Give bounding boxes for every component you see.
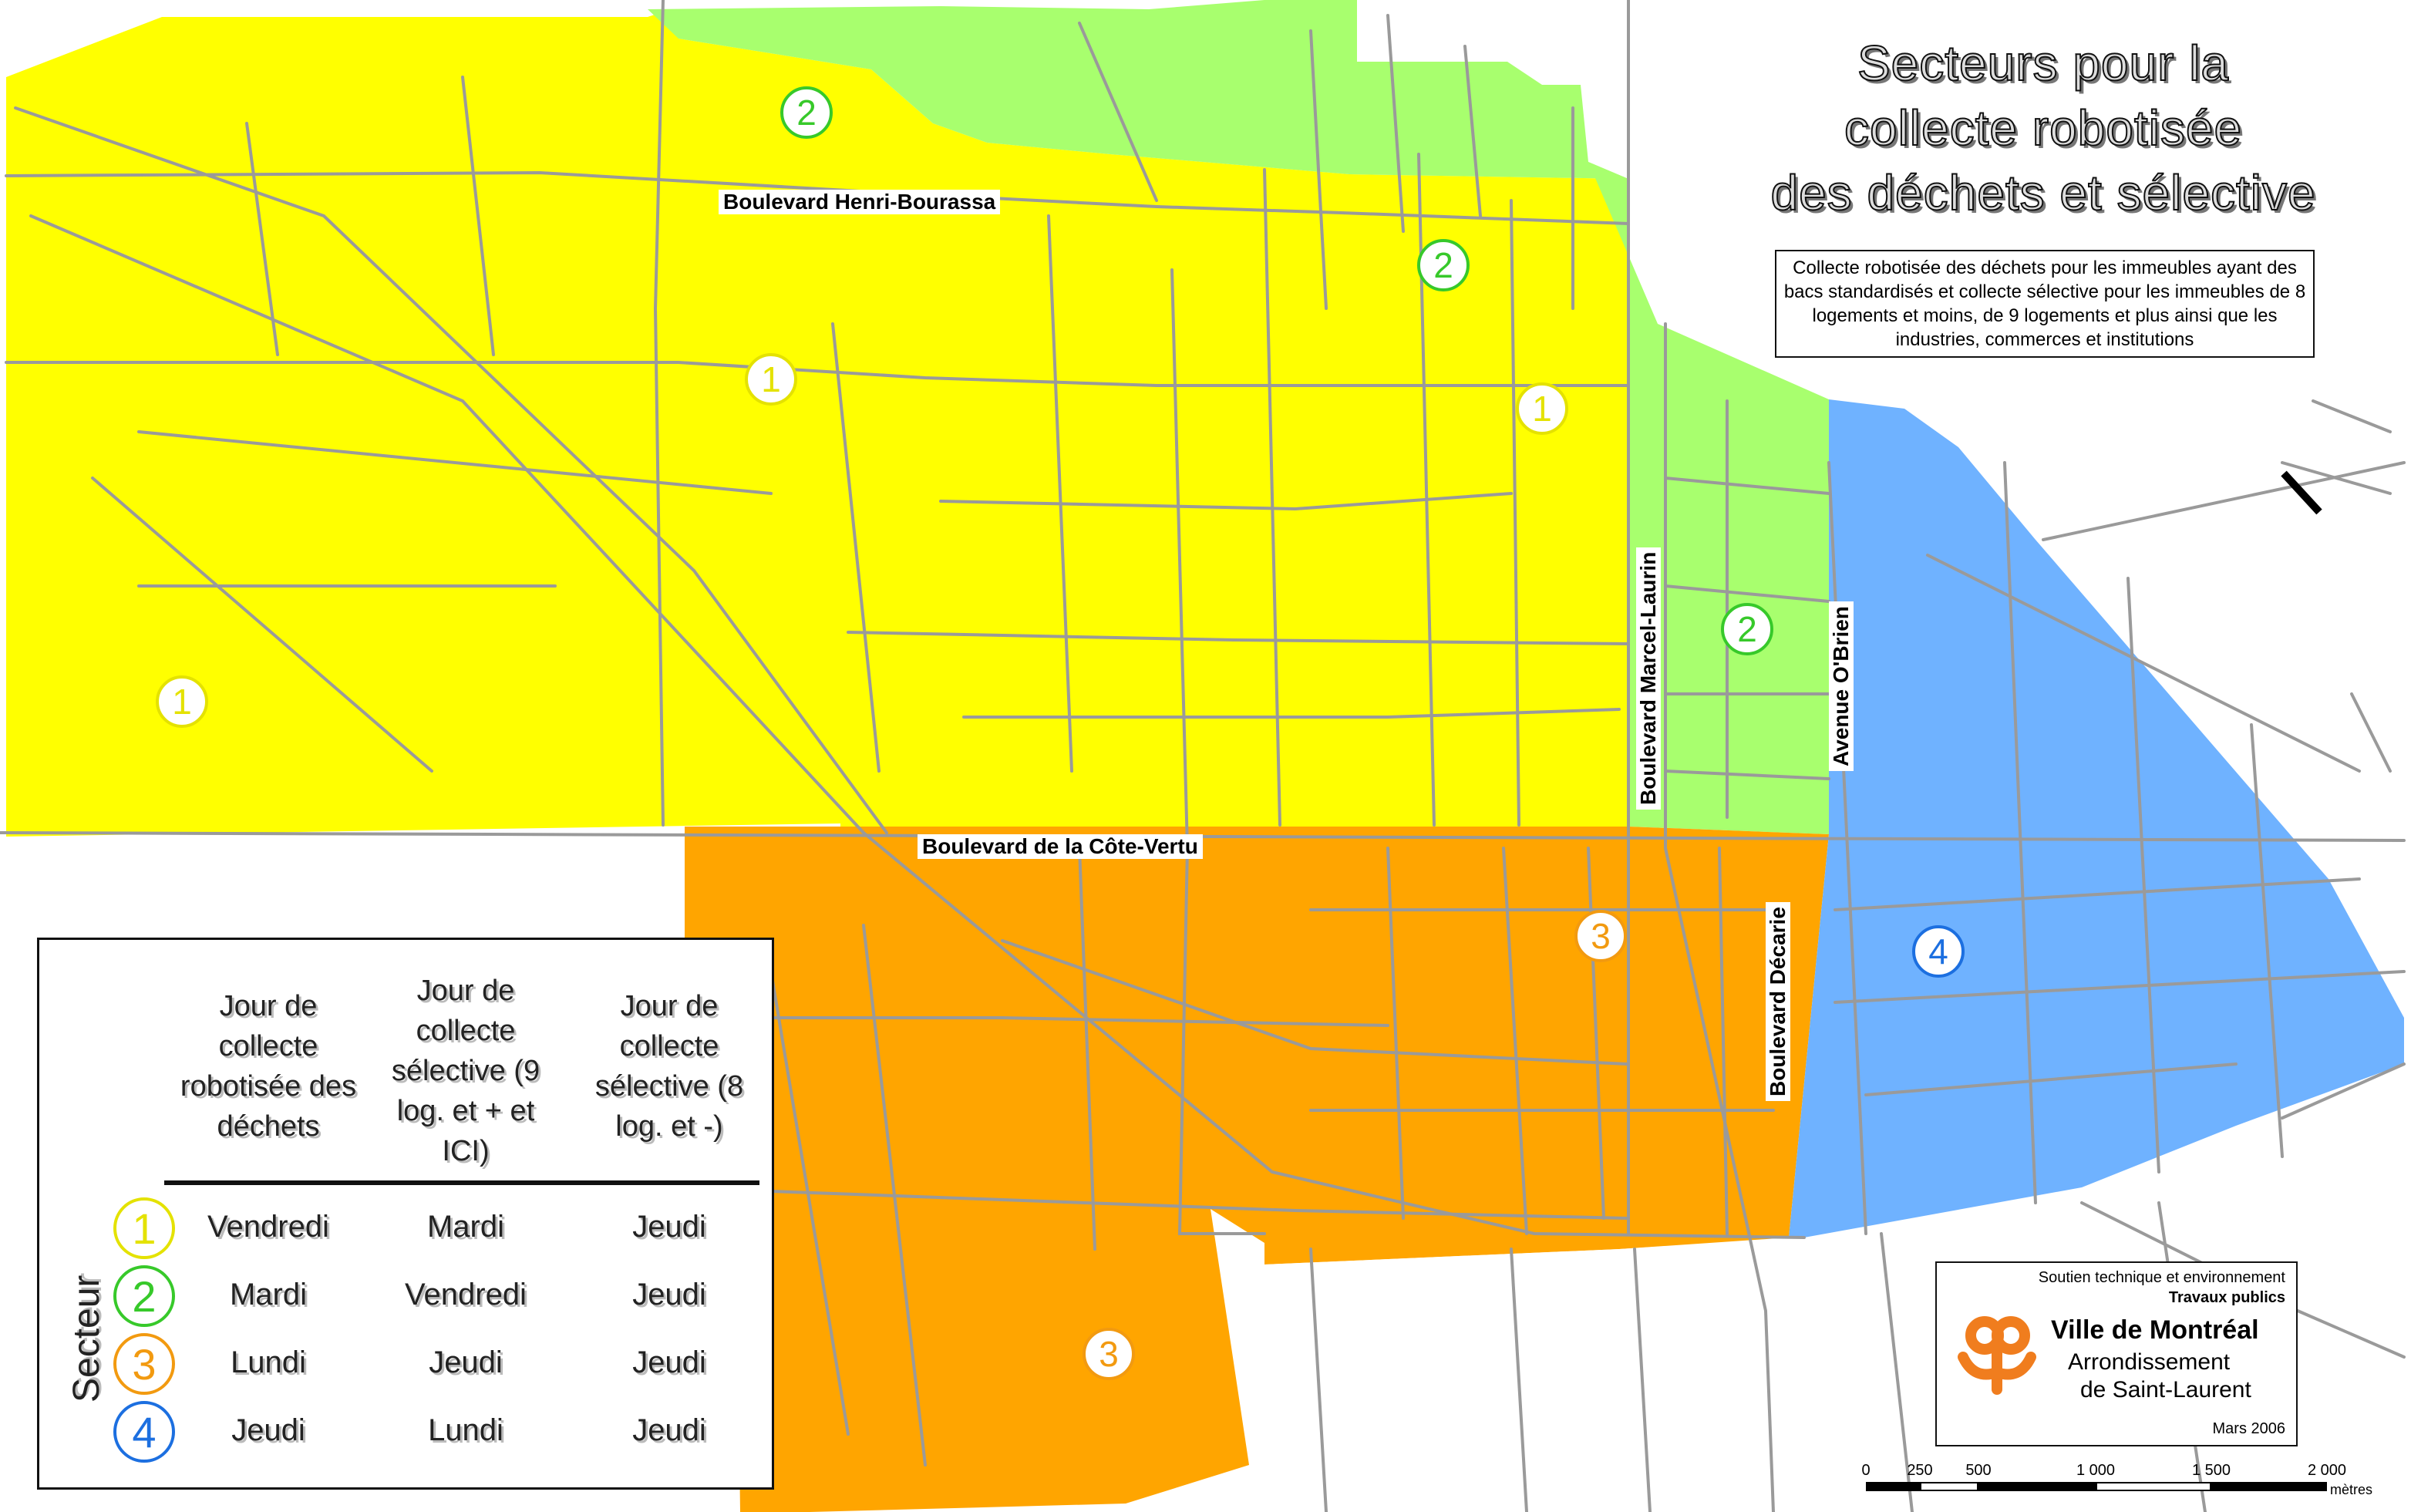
- legend-cell: Vendredi: [405, 1278, 527, 1312]
- legend-cell: Jeudi: [231, 1413, 305, 1447]
- credit-date: Mars 2006: [2212, 1420, 2286, 1437]
- sector-marker-1: 1: [745, 353, 797, 406]
- scale-tick: 1 500: [2191, 1462, 2231, 1479]
- legend-divider: [164, 1180, 759, 1185]
- scale-segment: [1978, 1482, 2096, 1491]
- scale-tick: 500: [1965, 1462, 1992, 1479]
- sector-marker-1: 1: [156, 675, 208, 728]
- scale-tick: 0: [1861, 1462, 1871, 1479]
- scale-unit: mètres: [2330, 1482, 2373, 1497]
- title-line-3: des déchets et sélective: [1770, 164, 2316, 221]
- legend-cell: Vendredi: [207, 1210, 329, 1244]
- legend-side-label: Secteur: [66, 1275, 107, 1403]
- sector-marker-4: 4: [1912, 925, 1965, 978]
- legend-cell: Lundi: [231, 1345, 306, 1379]
- label-marcel-laurin: Boulevard Marcel-Laurin: [1636, 547, 1661, 810]
- legend-cell: Jeudi: [429, 1345, 503, 1379]
- legend-cell: Lundi: [428, 1413, 503, 1447]
- sector-marker-2: 2: [1417, 239, 1470, 291]
- label-obrien: Avenue O'Brien: [1829, 601, 1854, 771]
- scale-segment: [1920, 1482, 1978, 1491]
- credit-org: Ville de Montréal: [2051, 1315, 2259, 1345]
- scale-tick: 1 000: [2076, 1462, 2116, 1479]
- legend-cell: Jeudi: [632, 1413, 706, 1447]
- ville-de-montreal-logo-icon: [1958, 1316, 2036, 1395]
- credit-borough-1: Arrondissement: [2068, 1349, 2231, 1375]
- sector-marker-3: 3: [1574, 910, 1627, 962]
- sector-4-area: [1789, 399, 2404, 1238]
- sector-marker-1: 1: [1516, 382, 1568, 435]
- north-arrow-icon: [2281, 470, 2322, 515]
- map-subtitle: Collecte robotisée des déchets pour les …: [1775, 250, 2315, 358]
- legend-header-selective-8: Jour de collecte sélective (8 log. et -): [594, 990, 744, 1143]
- legend-sector-4: 4: [113, 1401, 175, 1463]
- legend-header-selective-9: Jour de collecte sélective (9 log. et + …: [391, 975, 540, 1167]
- legend-cell: Jeudi: [632, 1210, 706, 1244]
- sector-marker-2: 2: [1721, 603, 1773, 655]
- label-decarie: Boulevard Décarie: [1766, 902, 1790, 1101]
- scale-bar: 0 250 500 1 000 1 500 2 000 mètres: [1858, 1462, 2398, 1508]
- legend-cell: Jeudi: [632, 1278, 706, 1312]
- legend-cell: Mardi: [229, 1278, 308, 1312]
- scale-segment: [2211, 1482, 2327, 1491]
- sector-marker-2: 2: [780, 86, 833, 139]
- title-line-1: Secteurs pour la: [1857, 35, 2230, 92]
- legend-cell: Jeudi: [632, 1345, 706, 1379]
- scale-tick: 250: [1907, 1462, 1933, 1479]
- map-title: Secteurs pour la collecte robotisée des …: [1681, 31, 2406, 225]
- label-cote-vertu: Boulevard de la Côte-Vertu: [918, 834, 1203, 859]
- credit-box: Soutien technique et environnement Trava…: [1935, 1261, 2298, 1446]
- label-henri-bourassa: Boulevard Henri-Bourassa: [719, 190, 1001, 214]
- legend-sector-3: 3: [113, 1333, 175, 1395]
- credit-line-2: Travaux publics: [2168, 1289, 2285, 1306]
- scale-segment: [1866, 1482, 1920, 1491]
- sector-2-north-area: [648, 0, 1628, 179]
- credit-line-1: Soutien technique et environnement: [2038, 1269, 2285, 1286]
- title-line-2: collecte robotisée: [1844, 99, 2243, 157]
- legend-cell: Mardi: [426, 1210, 505, 1244]
- scale-tick: 2 000: [2307, 1462, 2347, 1479]
- sector-3-area: [685, 827, 1829, 1512]
- legend-sector-2: 2: [113, 1265, 175, 1327]
- scale-segment: [2096, 1482, 2211, 1491]
- sector-marker-3: 3: [1083, 1328, 1135, 1380]
- credit-borough-2: de Saint-Laurent: [2080, 1377, 2251, 1403]
- legend-header-robotisee: Jour de collecte robotisée des déchets: [180, 990, 357, 1143]
- sector-1-area: [6, 9, 1628, 837]
- legend-sector-1: 1: [113, 1197, 175, 1259]
- legend-panel: Jour de collecte robotisée des déchets J…: [37, 938, 774, 1490]
